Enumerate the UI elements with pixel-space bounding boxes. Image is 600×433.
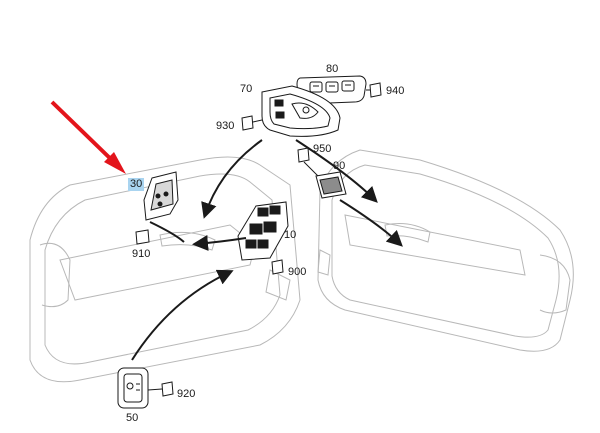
- right-door-panel: [317, 149, 574, 352]
- switch-90: [315, 171, 347, 199]
- callout-900: 900: [288, 266, 307, 278]
- callout-920: 920: [177, 388, 196, 400]
- window-switch-module-10: [237, 201, 289, 261]
- callout-50: 50: [126, 412, 139, 424]
- switch-50: [117, 367, 149, 409]
- connector-900: [271, 259, 284, 275]
- callout-940: 940: [386, 85, 405, 97]
- callout-30: 30: [128, 178, 145, 191]
- seat-switch-panel-70: [261, 85, 341, 137]
- callout-930: 930: [216, 120, 235, 132]
- callout-80: 80: [326, 63, 339, 75]
- switch-panel-30: [143, 171, 179, 221]
- connector-930: [241, 115, 263, 131]
- connector-910: [135, 229, 150, 245]
- connector-920: [147, 381, 174, 397]
- red-pointer-arrow: [50, 100, 126, 174]
- callout-90: 90: [333, 160, 346, 172]
- callout-10: 10: [284, 229, 297, 241]
- callout-950: 950: [313, 143, 332, 155]
- connector-940: [366, 82, 382, 98]
- callout-70: 70: [240, 83, 253, 95]
- connector-950: [297, 147, 319, 177]
- callout-910: 910: [132, 248, 151, 260]
- assembly-arrows: [131, 139, 403, 361]
